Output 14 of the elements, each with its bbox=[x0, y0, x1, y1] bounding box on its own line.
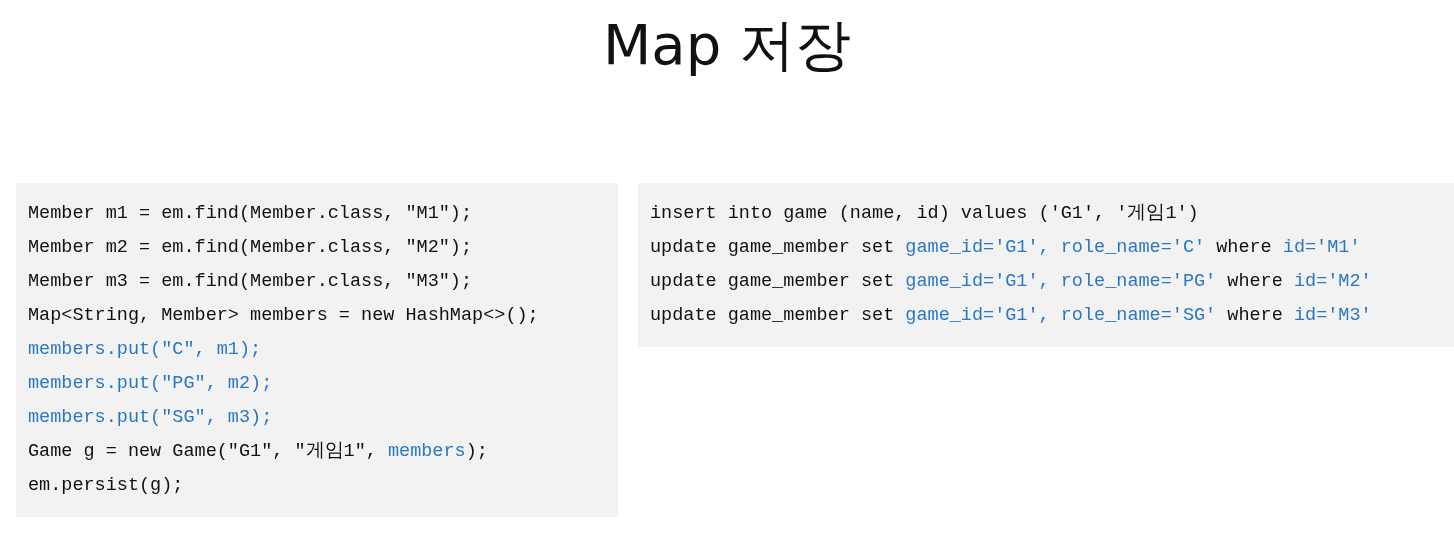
code-line: update game_member set game_id='G1', role_name='SG' where id='M3' bbox=[650, 304, 1372, 328]
code-line: Member m2 = em.find(Member.class, "M2"); bbox=[28, 236, 473, 260]
code-line: members.put("PG", m2); bbox=[28, 372, 273, 396]
code-line: members.put("C", m1); bbox=[28, 338, 262, 362]
code-line: Member m1 = em.find(Member.class, "M1"); bbox=[28, 202, 473, 226]
code-line: Map<String, Member> members = new HashMap<>(); bbox=[28, 304, 539, 328]
code-line: members.put("SG", m3); bbox=[28, 406, 273, 430]
code-line: Game g = new Game("G1", "게임1", members); bbox=[28, 440, 488, 464]
code-line: Member m3 = em.find(Member.class, "M3"); bbox=[28, 270, 473, 294]
code-line: insert into game (name, id) values ('G1', '게임1') bbox=[650, 202, 1199, 226]
code-line: em.persist(g); bbox=[28, 474, 184, 498]
slide-title: Map 저장 bbox=[603, 11, 851, 79]
code-line: update game_member set game_id='G1', role_name='PG' where id='M2' bbox=[650, 270, 1372, 294]
code-line: update game_member set game_id='G1', role_name='C' where id='M1' bbox=[650, 236, 1361, 260]
